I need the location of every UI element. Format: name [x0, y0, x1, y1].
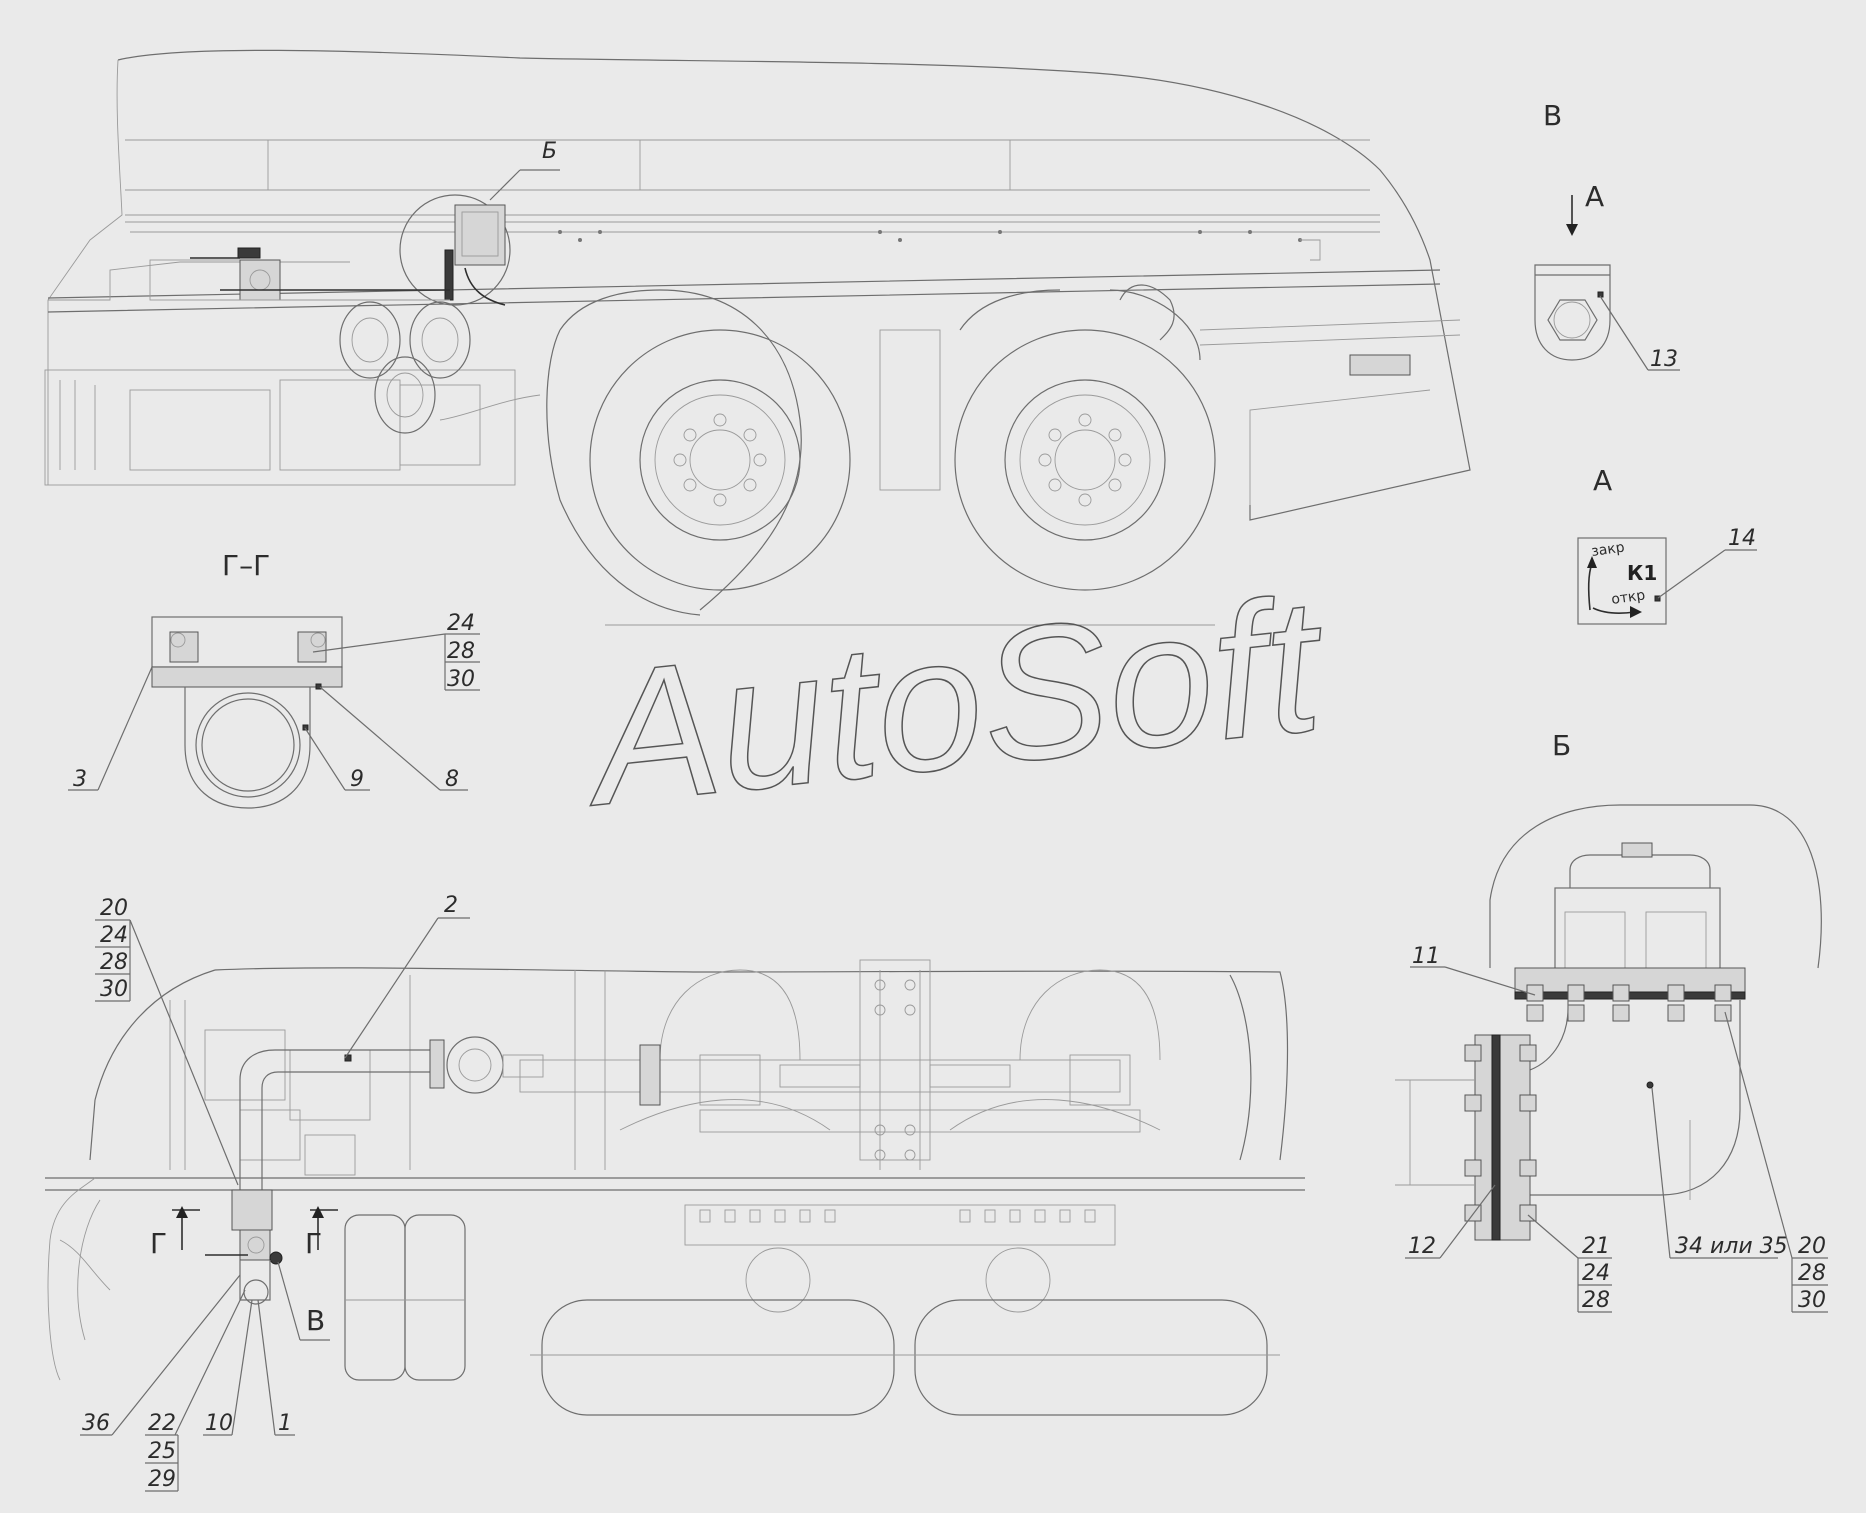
arrow-label-a: А	[1585, 180, 1604, 213]
view-label-b: Б	[542, 139, 557, 164]
side-view-vehicle	[44, 49, 1471, 626]
callout-28b: 28	[100, 950, 128, 975]
callout-24b: 24	[100, 923, 128, 948]
callout-21: 21	[1582, 1234, 1610, 1259]
callout-8: 8	[445, 767, 459, 792]
view-label-a: А	[1593, 464, 1612, 497]
view-arrow-v: В	[306, 1304, 325, 1337]
view-b-detail: Б 11	[1395, 729, 1828, 1313]
callout-30c: 30	[1798, 1288, 1826, 1313]
callout-22: 22	[148, 1411, 176, 1436]
section-label-gg: Г–Г	[222, 549, 270, 582]
view-label-b-detail: Б	[1552, 729, 1571, 762]
callout-2: 2	[444, 893, 458, 918]
arrow-up-icon	[1587, 556, 1597, 568]
callout-25: 25	[148, 1439, 176, 1464]
callout-20b: 20	[1798, 1234, 1826, 1259]
callout-9: 9	[350, 767, 364, 792]
view-a-plate: А закр К1 откр 14	[1577, 464, 1757, 625]
plate-closed-label: закр	[1590, 539, 1625, 560]
section-mark-g-left: Г	[150, 1227, 167, 1260]
callout-28a: 28	[447, 639, 475, 664]
arrow-down-icon	[1566, 224, 1578, 236]
callout-3: 3	[73, 767, 87, 792]
watermark: AutoSoft	[572, 558, 1336, 847]
callout-36: 36	[82, 1411, 110, 1436]
callout-24c: 24	[1582, 1261, 1610, 1286]
plan-view-chassis: Г Г	[45, 959, 1305, 1416]
callout-28d: 28	[1798, 1261, 1826, 1286]
callout-24a: 24	[447, 611, 475, 636]
plan-view-callouts: 20 24 28 30 2 36 22 25 29 10 1 В	[80, 893, 470, 1492]
view-label-v: В	[1543, 99, 1562, 132]
callout-29: 29	[148, 1467, 176, 1492]
callout-28c: 28	[1582, 1288, 1610, 1313]
callout-20a: 20	[100, 896, 128, 921]
arrow-right-icon	[1630, 606, 1642, 618]
callout-1: 1	[278, 1411, 292, 1436]
plate-open-label: откр	[1610, 587, 1646, 608]
callout-30a: 30	[447, 667, 475, 692]
callout-12: 12	[1408, 1234, 1436, 1259]
callout-14: 14	[1728, 526, 1756, 551]
plate-code: К1	[1627, 561, 1657, 585]
section-mark-g-right: Г	[305, 1227, 322, 1260]
section-g-g: Г–Г 24 28 30 3 9 8	[68, 549, 480, 809]
callout-13: 13	[1650, 347, 1678, 372]
callout-34-35: 34 или 35	[1675, 1234, 1788, 1259]
callout-11: 11	[1412, 944, 1440, 969]
callout-30b: 30	[100, 977, 128, 1002]
callout-10: 10	[205, 1411, 233, 1436]
view-v-detail: В А 13	[1534, 99, 1680, 372]
